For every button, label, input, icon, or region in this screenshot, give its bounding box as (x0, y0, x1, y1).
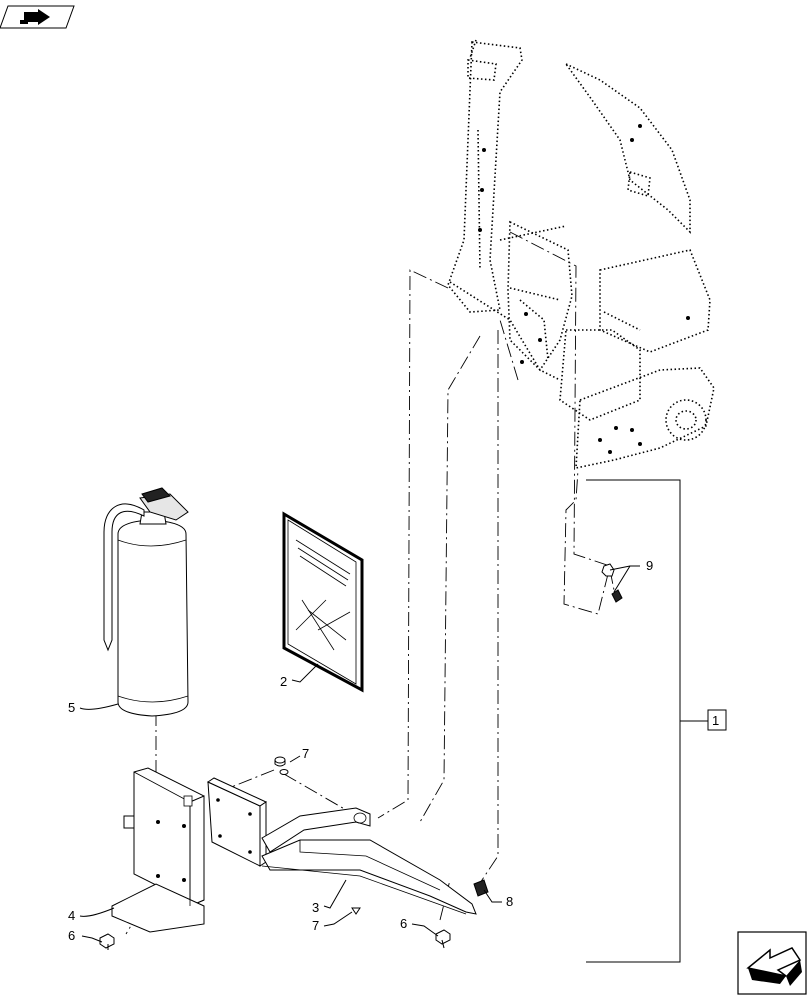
bolt-left (99, 933, 115, 950)
back-arrow-icon[interactable] (0, 5, 75, 29)
callout-fastener-frame: 9 (646, 558, 653, 573)
extinguisher-holder (111, 767, 205, 933)
kit-bracket (586, 479, 727, 963)
nut (473, 879, 489, 897)
callout-washer-bottom: 7 (312, 918, 319, 933)
machine-frame (447, 39, 715, 469)
callout-manual: 2 (280, 674, 287, 689)
bolt-right (435, 929, 451, 949)
callout-nut: 8 (506, 894, 513, 909)
callout-kit: 1 (712, 713, 719, 728)
fire-extinguisher (103, 487, 189, 717)
mounting-bracket (206, 777, 477, 915)
callout-bracket: 3 (312, 900, 319, 915)
fastener-frame (601, 563, 623, 603)
callout-bolt-right: 6 (400, 916, 407, 931)
washer-top (274, 756, 286, 767)
callout-washer-top: 7 (302, 746, 309, 761)
callout-bolt-left: 6 (68, 928, 75, 943)
washer-middle (279, 769, 289, 775)
callout-holder: 4 (68, 908, 75, 923)
callout-extinguisher: 5 (68, 700, 75, 715)
washer-bottom (351, 907, 361, 915)
next-arrow-icon[interactable] (737, 931, 807, 995)
manual-book (282, 511, 364, 693)
leader-lines (79, 565, 640, 943)
callout-labels: 1 2 3 4 5 6 6 7 7 8 9 (68, 558, 719, 943)
